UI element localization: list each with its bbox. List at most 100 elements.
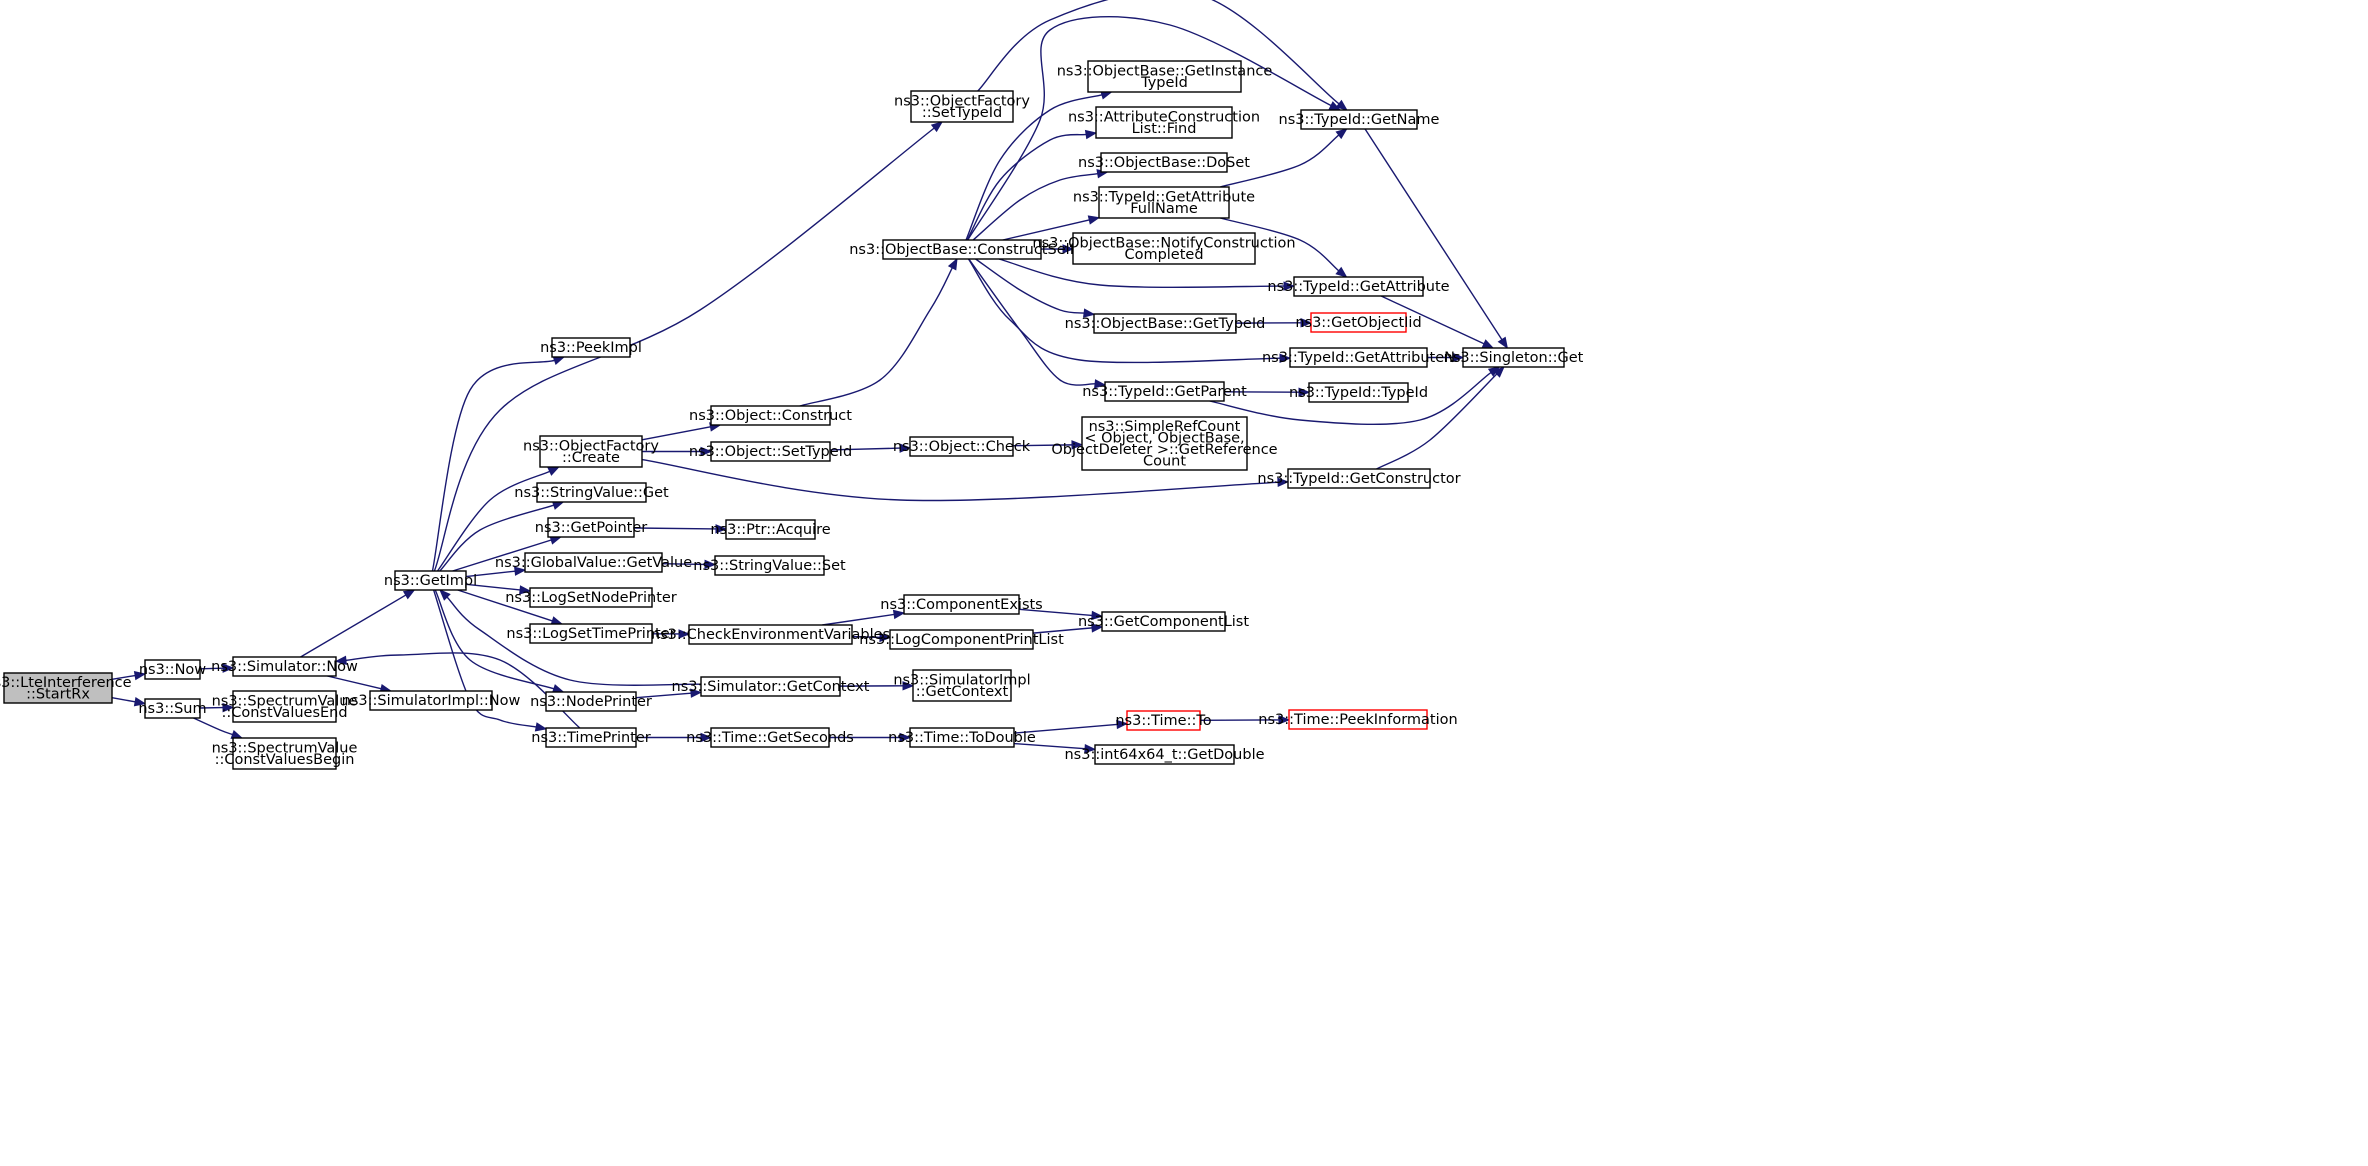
node-checkenv[interactable]: ns3::CheckEnvironmentVariables bbox=[651, 624, 890, 645]
node-simulator-getcontext[interactable]: ns3::Simulator::GetContext bbox=[672, 676, 870, 697]
edge-line bbox=[465, 570, 516, 578]
node-object-settypeid[interactable]: ns3::Object::SetTypeId bbox=[689, 441, 852, 462]
node-objbase-gettypeid[interactable]: ns3::ObjectBase::GetTypeId bbox=[1065, 313, 1266, 334]
node-time-getseconds[interactable]: ns3::Time::GetSeconds bbox=[686, 727, 854, 748]
node-typeid-getattributen[interactable]: ns3::TypeId::GetAttributeN bbox=[1262, 347, 1455, 368]
arrowhead-icon bbox=[1493, 366, 1505, 378]
node-label: ns3::NodePrinter bbox=[530, 694, 652, 710]
node-box bbox=[725, 519, 816, 540]
node-objfactory-create[interactable]: ns3::ObjectFactory::Create bbox=[523, 435, 659, 468]
node-getpointer[interactable]: ns3::GetPointer bbox=[535, 517, 648, 538]
edge-simulator_getcontext-to-simimpl_getcontext bbox=[839, 681, 915, 691]
node-box bbox=[232, 737, 337, 770]
node-box bbox=[714, 555, 825, 576]
edge-objbase_constructself-to-attrconstructionlist_find bbox=[966, 129, 1098, 241]
node-simimpl-getcontext[interactable]: ns3::SimulatorImpl::GetContext bbox=[893, 669, 1031, 702]
node-typeid-getconstructor[interactable]: ns3::TypeId::GetConstructor bbox=[1257, 468, 1461, 489]
node-globalvalue-getvalue[interactable]: ns3::GlobalValue::GetValue bbox=[495, 552, 692, 573]
node-time-todouble[interactable]: ns3::Time::ToDouble bbox=[888, 727, 1036, 748]
node-typeid-getattribute[interactable]: ns3::TypeId::GetAttribute bbox=[1267, 276, 1450, 297]
node-logsettimeprinter[interactable]: ns3::LogSetTimePrinter bbox=[506, 623, 676, 644]
edge-line bbox=[799, 267, 953, 407]
node-label: ns3::TypeId::GetAttributeN bbox=[1262, 350, 1455, 366]
node-objbase-constructself[interactable]: ns3::ObjectBase::ConstructSelf bbox=[849, 239, 1076, 260]
arrowhead-icon bbox=[1082, 308, 1096, 318]
node-box bbox=[1462, 347, 1565, 368]
arrowhead-icon bbox=[1452, 352, 1465, 363]
arrowhead-icon bbox=[514, 566, 527, 576]
node-spectrum-cve[interactable]: ns3::SpectrumValue::ConstValuesEnd bbox=[212, 690, 358, 723]
node-int64x64-getdouble[interactable]: ns3::int64x64_t::GetDouble bbox=[1064, 744, 1265, 765]
node-simimpl-now[interactable]: ns3::SimulatorImpl::Now bbox=[342, 690, 521, 711]
node-box bbox=[710, 405, 831, 426]
node-label: ns3::Object::Check bbox=[893, 439, 1031, 455]
edge-line bbox=[300, 594, 407, 658]
node-objbase-doset[interactable]: ns3::ObjectBase::DoSet bbox=[1078, 152, 1250, 173]
node-spectrum-cvb[interactable]: ns3::SpectrumValue::ConstValuesBegin bbox=[212, 737, 358, 770]
edge-typeid_getname-to-singleton_get bbox=[1364, 128, 1509, 350]
edge-line bbox=[641, 426, 711, 441]
node-singleton-get[interactable]: ns3::Singleton::Get bbox=[1444, 347, 1584, 368]
node-peekimpl[interactable]: ns3::PeekImpl bbox=[540, 337, 642, 358]
node-simplerefcount[interactable]: ns3::SimpleRefCount< Object, ObjectBase,… bbox=[1051, 416, 1278, 471]
node-objbase-notifyconstruction[interactable]: ns3::ObjectBase::NotifyConstructionCompl… bbox=[1032, 232, 1296, 265]
node-label: ns3::Now bbox=[139, 662, 206, 678]
arrowhead-icon bbox=[892, 609, 906, 620]
node-box bbox=[369, 690, 493, 711]
node-label: ns3::ObjectBase::DoSet bbox=[1078, 155, 1250, 171]
node-nodeprinter[interactable]: ns3::NodePrinter bbox=[530, 691, 652, 712]
node-label: ns3::ObjectBase::ConstructSelf bbox=[849, 242, 1075, 258]
node-box bbox=[1300, 109, 1418, 130]
edge-line bbox=[1018, 608, 1093, 617]
arrowhead-icon bbox=[439, 589, 451, 601]
node-label: ::ConstValuesBegin bbox=[215, 752, 355, 768]
node-label: ns3::TimePrinter bbox=[531, 730, 651, 746]
edge-globalvalue_getvalue-to-stringvalue_set bbox=[661, 559, 717, 570]
node-time-to[interactable]: ns3::Time::To bbox=[1115, 710, 1212, 731]
node-ptr-acquire[interactable]: ns3::Ptr::Acquire bbox=[710, 519, 831, 540]
node-componentexists[interactable]: ns3::ComponentExists bbox=[880, 594, 1043, 615]
node-stringvalue-set[interactable]: ns3::StringValue::Set bbox=[693, 555, 846, 576]
edge-line bbox=[1376, 373, 1498, 470]
node-label: ns3::Sum bbox=[138, 701, 206, 717]
node-getimpl[interactable]: ns3::GetImpl bbox=[384, 570, 477, 591]
edge-line bbox=[822, 613, 895, 626]
node-label: ns3::SimpleRefCount bbox=[1089, 419, 1241, 435]
edge-getimpl-to-globalvalue_getvalue bbox=[465, 566, 527, 578]
node-sum[interactable]: ns3::Sum bbox=[138, 698, 207, 719]
node-objfactory-settypeid[interactable]: ns3::ObjectFactory::SetTypeId bbox=[894, 90, 1030, 123]
node-logsetnodeprinter[interactable]: ns3::LogSetNodePrinter bbox=[505, 587, 677, 608]
node-label: ns3::GlobalValue::GetValue bbox=[495, 555, 692, 571]
node-time-peekinformation[interactable]: ns3::Time::PeekInformation bbox=[1258, 709, 1458, 730]
node-box bbox=[882, 239, 1042, 260]
node-object-construct[interactable]: ns3::Object::Construct bbox=[689, 405, 852, 426]
node-typeid-typeid[interactable]: ns3::TypeId::TypeId bbox=[1289, 382, 1428, 403]
node-box bbox=[1308, 382, 1409, 403]
node-object-check[interactable]: ns3::Object::Check bbox=[893, 436, 1031, 457]
node-stringvalue-get[interactable]: ns3::StringValue::Get bbox=[514, 482, 669, 503]
edge-line bbox=[998, 258, 1285, 288]
arrowhead-icon bbox=[1071, 440, 1084, 450]
node-getcomponentlist[interactable]: ns3::GetComponentList bbox=[1078, 611, 1249, 632]
node-logcomponentprintlist[interactable]: ns3::LogComponentPrintList bbox=[859, 629, 1064, 650]
arrowhead-icon bbox=[879, 632, 892, 643]
edge-simulator_now-to-simimpl_now bbox=[327, 675, 393, 694]
node-timeprinter[interactable]: ns3::TimePrinter bbox=[531, 727, 651, 748]
node-now[interactable]: ns3::Now bbox=[139, 659, 206, 680]
edge-line bbox=[829, 447, 901, 451]
node-box bbox=[688, 624, 853, 645]
node-typeid-getname[interactable]: ns3::TypeId::GetName bbox=[1279, 109, 1440, 130]
node-simulator-now[interactable]: ns3::Simulator::Now bbox=[211, 656, 358, 677]
edge-time_to-to-time_peekinformation bbox=[1199, 715, 1291, 725]
node-label: ::ConstValuesEnd bbox=[221, 705, 347, 721]
node-label: ns3::CheckEnvironmentVariables bbox=[651, 627, 890, 643]
edge-line bbox=[465, 583, 521, 591]
node-getobjectiid[interactable]: ns3::GetObjectIid bbox=[1295, 312, 1422, 333]
node-typeid-getparent[interactable]: ns3::TypeId::GetParent bbox=[1082, 381, 1247, 402]
node-box bbox=[1293, 276, 1424, 297]
edge-line bbox=[446, 596, 702, 686]
edge-line bbox=[975, 258, 1085, 314]
